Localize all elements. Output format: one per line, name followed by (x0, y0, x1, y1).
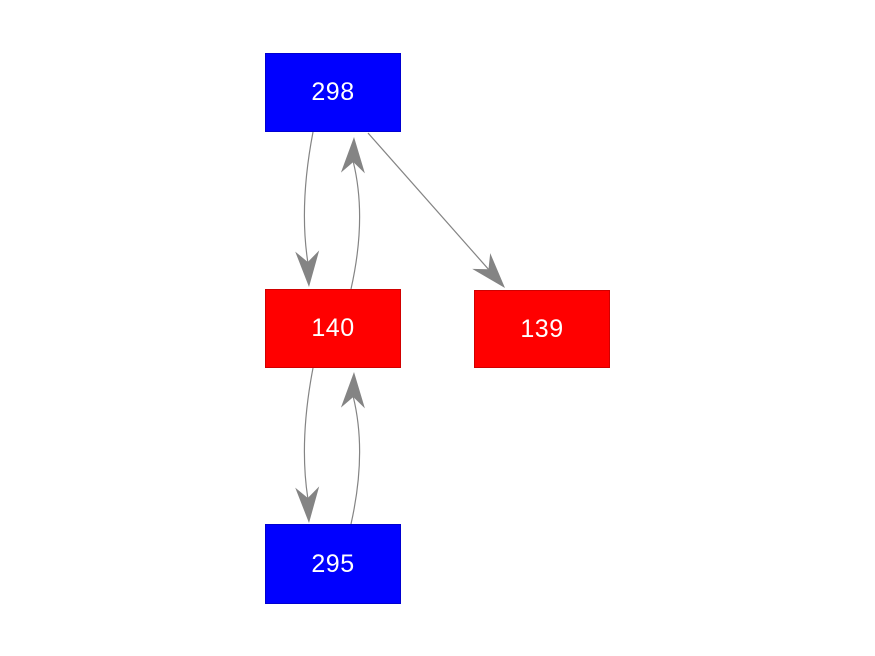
node-label: 139 (520, 314, 564, 343)
edge-140-to-298[interactable] (350, 161, 361, 290)
arrowhead-140-to-298 (340, 137, 365, 174)
edge-140-to-295[interactable] (303, 367, 314, 499)
node-label: 298 (311, 78, 355, 106)
edge-298-to-139[interactable] (367, 132, 489, 270)
arrowhead-295-to-140 (340, 372, 365, 409)
arrowhead-298-to-139 (472, 253, 505, 288)
node-label: 295 (311, 549, 355, 578)
edge-298-to-140[interactable] (303, 131, 314, 263)
node-139[interactable]: 139 (474, 290, 610, 368)
arrowhead-298-to-140 (295, 250, 320, 287)
node-295[interactable]: 295 (265, 524, 401, 604)
node-298[interactable]: 298 (265, 53, 401, 132)
edge-295-to-140[interactable] (350, 396, 361, 525)
node-label: 140 (311, 314, 355, 342)
arrowhead-140-to-295 (295, 486, 320, 523)
node-140[interactable]: 140 (265, 289, 401, 368)
